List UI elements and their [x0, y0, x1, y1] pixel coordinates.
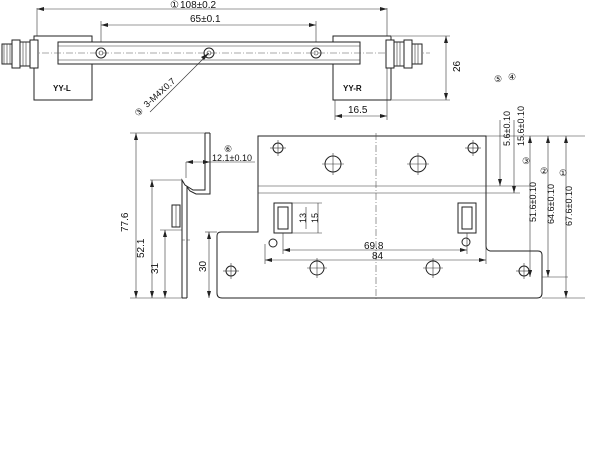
dim-64-6: 64.6±0.10: [546, 184, 556, 224]
bar-hole-left: [95, 47, 107, 59]
bar-hole-right: [310, 47, 322, 59]
label-yy-l: YY-L: [53, 84, 71, 93]
dim-13: 13: [298, 213, 308, 223]
dim-84: 84: [372, 251, 384, 262]
dim-hole-spec: 3-M4X0.7: [142, 76, 178, 110]
dim-31: 31: [150, 262, 161, 274]
right-threaded-stud: [385, 39, 423, 69]
dim-5-6-marker: ⑤: [494, 74, 502, 84]
dim-overall-length: 108±0.2: [180, 0, 217, 11]
dim-end-offset: 16.5: [348, 105, 368, 116]
dim-15: 15: [310, 213, 320, 223]
dim-67-6-marker: ①: [559, 168, 567, 178]
dim-height-26: 26: [452, 60, 463, 72]
dim-77-6: 77.6: [120, 212, 131, 232]
side-view: 77.6 52.1 31 ⑥ 12.1±0.10: [120, 132, 255, 299]
dim-hole-pitch: 65±0.1: [190, 14, 221, 25]
dim-12-1: 12.1±0.10: [212, 153, 252, 163]
front-hole-small-left: [268, 238, 278, 248]
bar-hole-center: [203, 47, 215, 59]
dim-51-6: 51.6±0.10: [528, 182, 538, 222]
front-view: 13 15 69.8 84 30 5.6±0.10 ⑤: [198, 72, 585, 300]
dim-51-6-marker: ③: [522, 156, 530, 166]
dim-15-6: 15.6±0.10: [516, 106, 526, 146]
dim-64-6-marker: ②: [540, 166, 548, 176]
dim-12-1-marker: ⑥: [224, 144, 232, 154]
dim-hole-spec-marker: ③: [133, 106, 146, 119]
dim-69-8: 69.8: [364, 241, 384, 252]
dim-52-1: 52.1: [136, 238, 147, 258]
front-hole-small-right: [461, 237, 471, 247]
dim-5-6: 5.6±0.10: [502, 111, 512, 146]
left-threaded-stud: [1, 39, 39, 69]
dim-15-6-marker: ④: [508, 72, 516, 82]
label-yy-r: YY-R: [343, 84, 362, 93]
dim-overall-marker: ①: [170, 0, 179, 11]
dim-30: 30: [198, 260, 209, 272]
dim-67-6: 67.6±0.10: [564, 186, 574, 226]
top-view: ① 108±0.2 65±0.1 YY-L YY-R: [1, 0, 463, 120]
